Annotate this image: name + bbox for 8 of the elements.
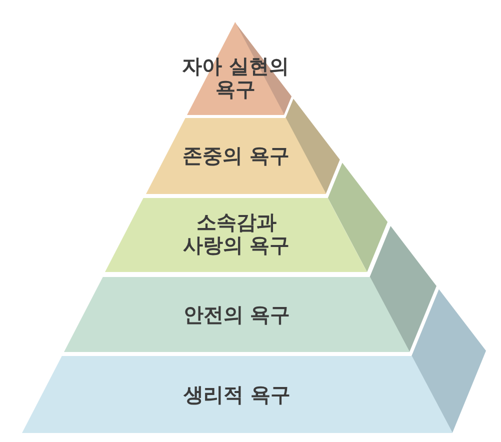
pyramid-level [146, 118, 326, 194]
pyramid-level [105, 198, 368, 272]
level-label: 생리적 욕구 [184, 384, 291, 406]
level-label: 소속감과 사랑의 욕구 [182, 211, 291, 257]
pyramid-level [64, 277, 410, 352]
level-label: 존중의 욕구 [182, 144, 290, 168]
pyramid-level [22, 356, 453, 433]
level-label: 안전의 욕구 [183, 304, 290, 326]
